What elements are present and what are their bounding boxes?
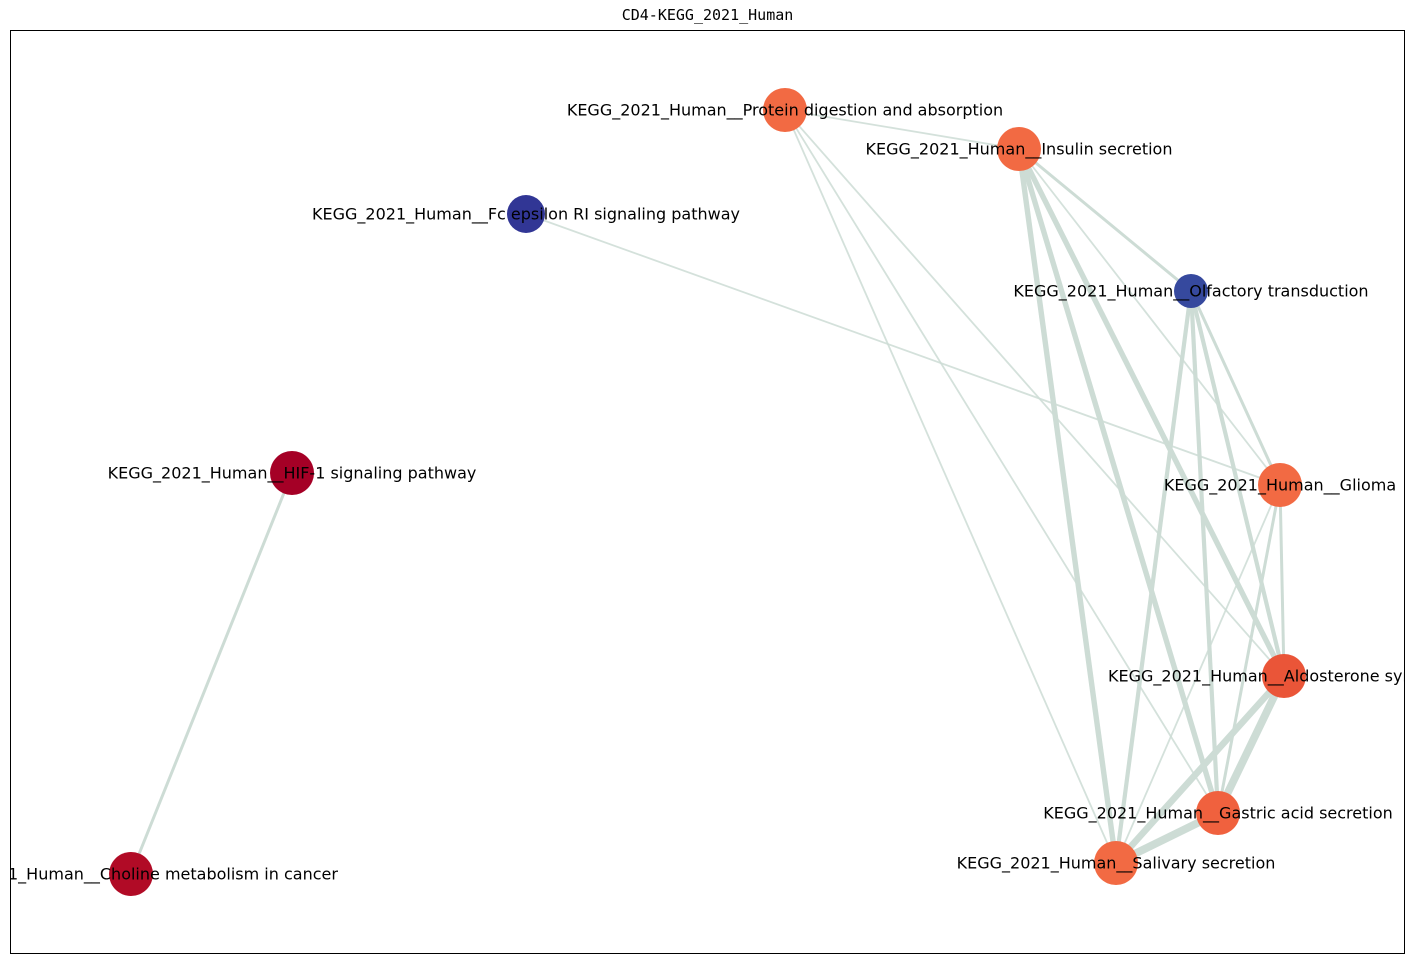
edge-aldosterone-salivary [1113, 673, 1287, 866]
node-label-glioma: KEGG_2021_Human__Glioma [1164, 476, 1396, 496]
edge-protein-insulin [784, 109, 1020, 150]
node-olfactory [1174, 274, 1208, 308]
edge-protein-aldosterone [784, 109, 1285, 677]
node-label-gastric: KEGG_2021_Human__Gastric acid secretion [1043, 804, 1393, 824]
edges-layer [129, 109, 1288, 875]
edge-insulin-aldosterone [1016, 147, 1287, 678]
node-glioma [1258, 463, 1302, 507]
edge-protein-gastric [784, 109, 1219, 814]
node-fc [507, 195, 545, 233]
node-choline [109, 852, 153, 896]
edge-insulin-glioma [1018, 148, 1281, 486]
edge-fc-glioma [525, 213, 1281, 486]
node-protein [763, 88, 807, 132]
node-label-salivary: KEGG_2021_Human__Salivary secretion [957, 854, 1276, 874]
node-label-aldosterone: KEGG_2021_Human__Aldosterone synthesis [1108, 667, 1405, 687]
edge-olfactory-glioma [1189, 290, 1282, 486]
edge-glioma-salivary [1115, 484, 1281, 864]
plot-frame: KEGG_2021_Human__Protein digestion and a… [10, 30, 1405, 954]
edge-glioma-aldosterone [1278, 484, 1286, 677]
node-label-olfactory: KEGG_2021_Human__Olfactory transduction [1013, 282, 1368, 302]
edge-olfactory-aldosterone [1188, 290, 1287, 677]
edge-aldosterone-gastric [1214, 674, 1288, 815]
node-hif1 [270, 451, 314, 495]
nodes-layer [109, 88, 1306, 896]
edge-insulin-olfactory [1018, 147, 1192, 293]
node-label-insulin: KEGG_2021_Human__Insulin secretion [866, 140, 1173, 160]
edge-protein-salivary [784, 109, 1117, 864]
node-gastric [1196, 791, 1240, 835]
network-graph: KEGG_2021_Human__Protein digestion and a… [11, 88, 1405, 896]
edge-olfactory-salivary [1113, 290, 1194, 864]
chart-title: CD4-KEGG_2021_Human [621, 6, 794, 24]
node-label-fc: KEGG_2021_Human__Fc epsilon RI signaling… [312, 205, 740, 225]
edge-hif1-choline [129, 472, 294, 875]
edge-olfactory-gastric [1188, 290, 1221, 814]
node-aldosterone [1262, 654, 1306, 698]
edge-insulin-salivary [1016, 148, 1119, 864]
node-salivary [1094, 841, 1138, 885]
node-label-protein: KEGG_2021_Human__Protein digestion and a… [567, 101, 1003, 121]
edge-glioma-gastric [1216, 484, 1282, 814]
node-label-hif1: KEGG_2021_Human__HIF-1 signaling pathway [108, 464, 477, 484]
labels-layer: KEGG_2021_Human__Protein digestion and a… [11, 101, 1405, 885]
node-label-choline: KEGG_2021_Human__Choline metabolism in c… [11, 865, 338, 885]
node-insulin [997, 127, 1041, 171]
